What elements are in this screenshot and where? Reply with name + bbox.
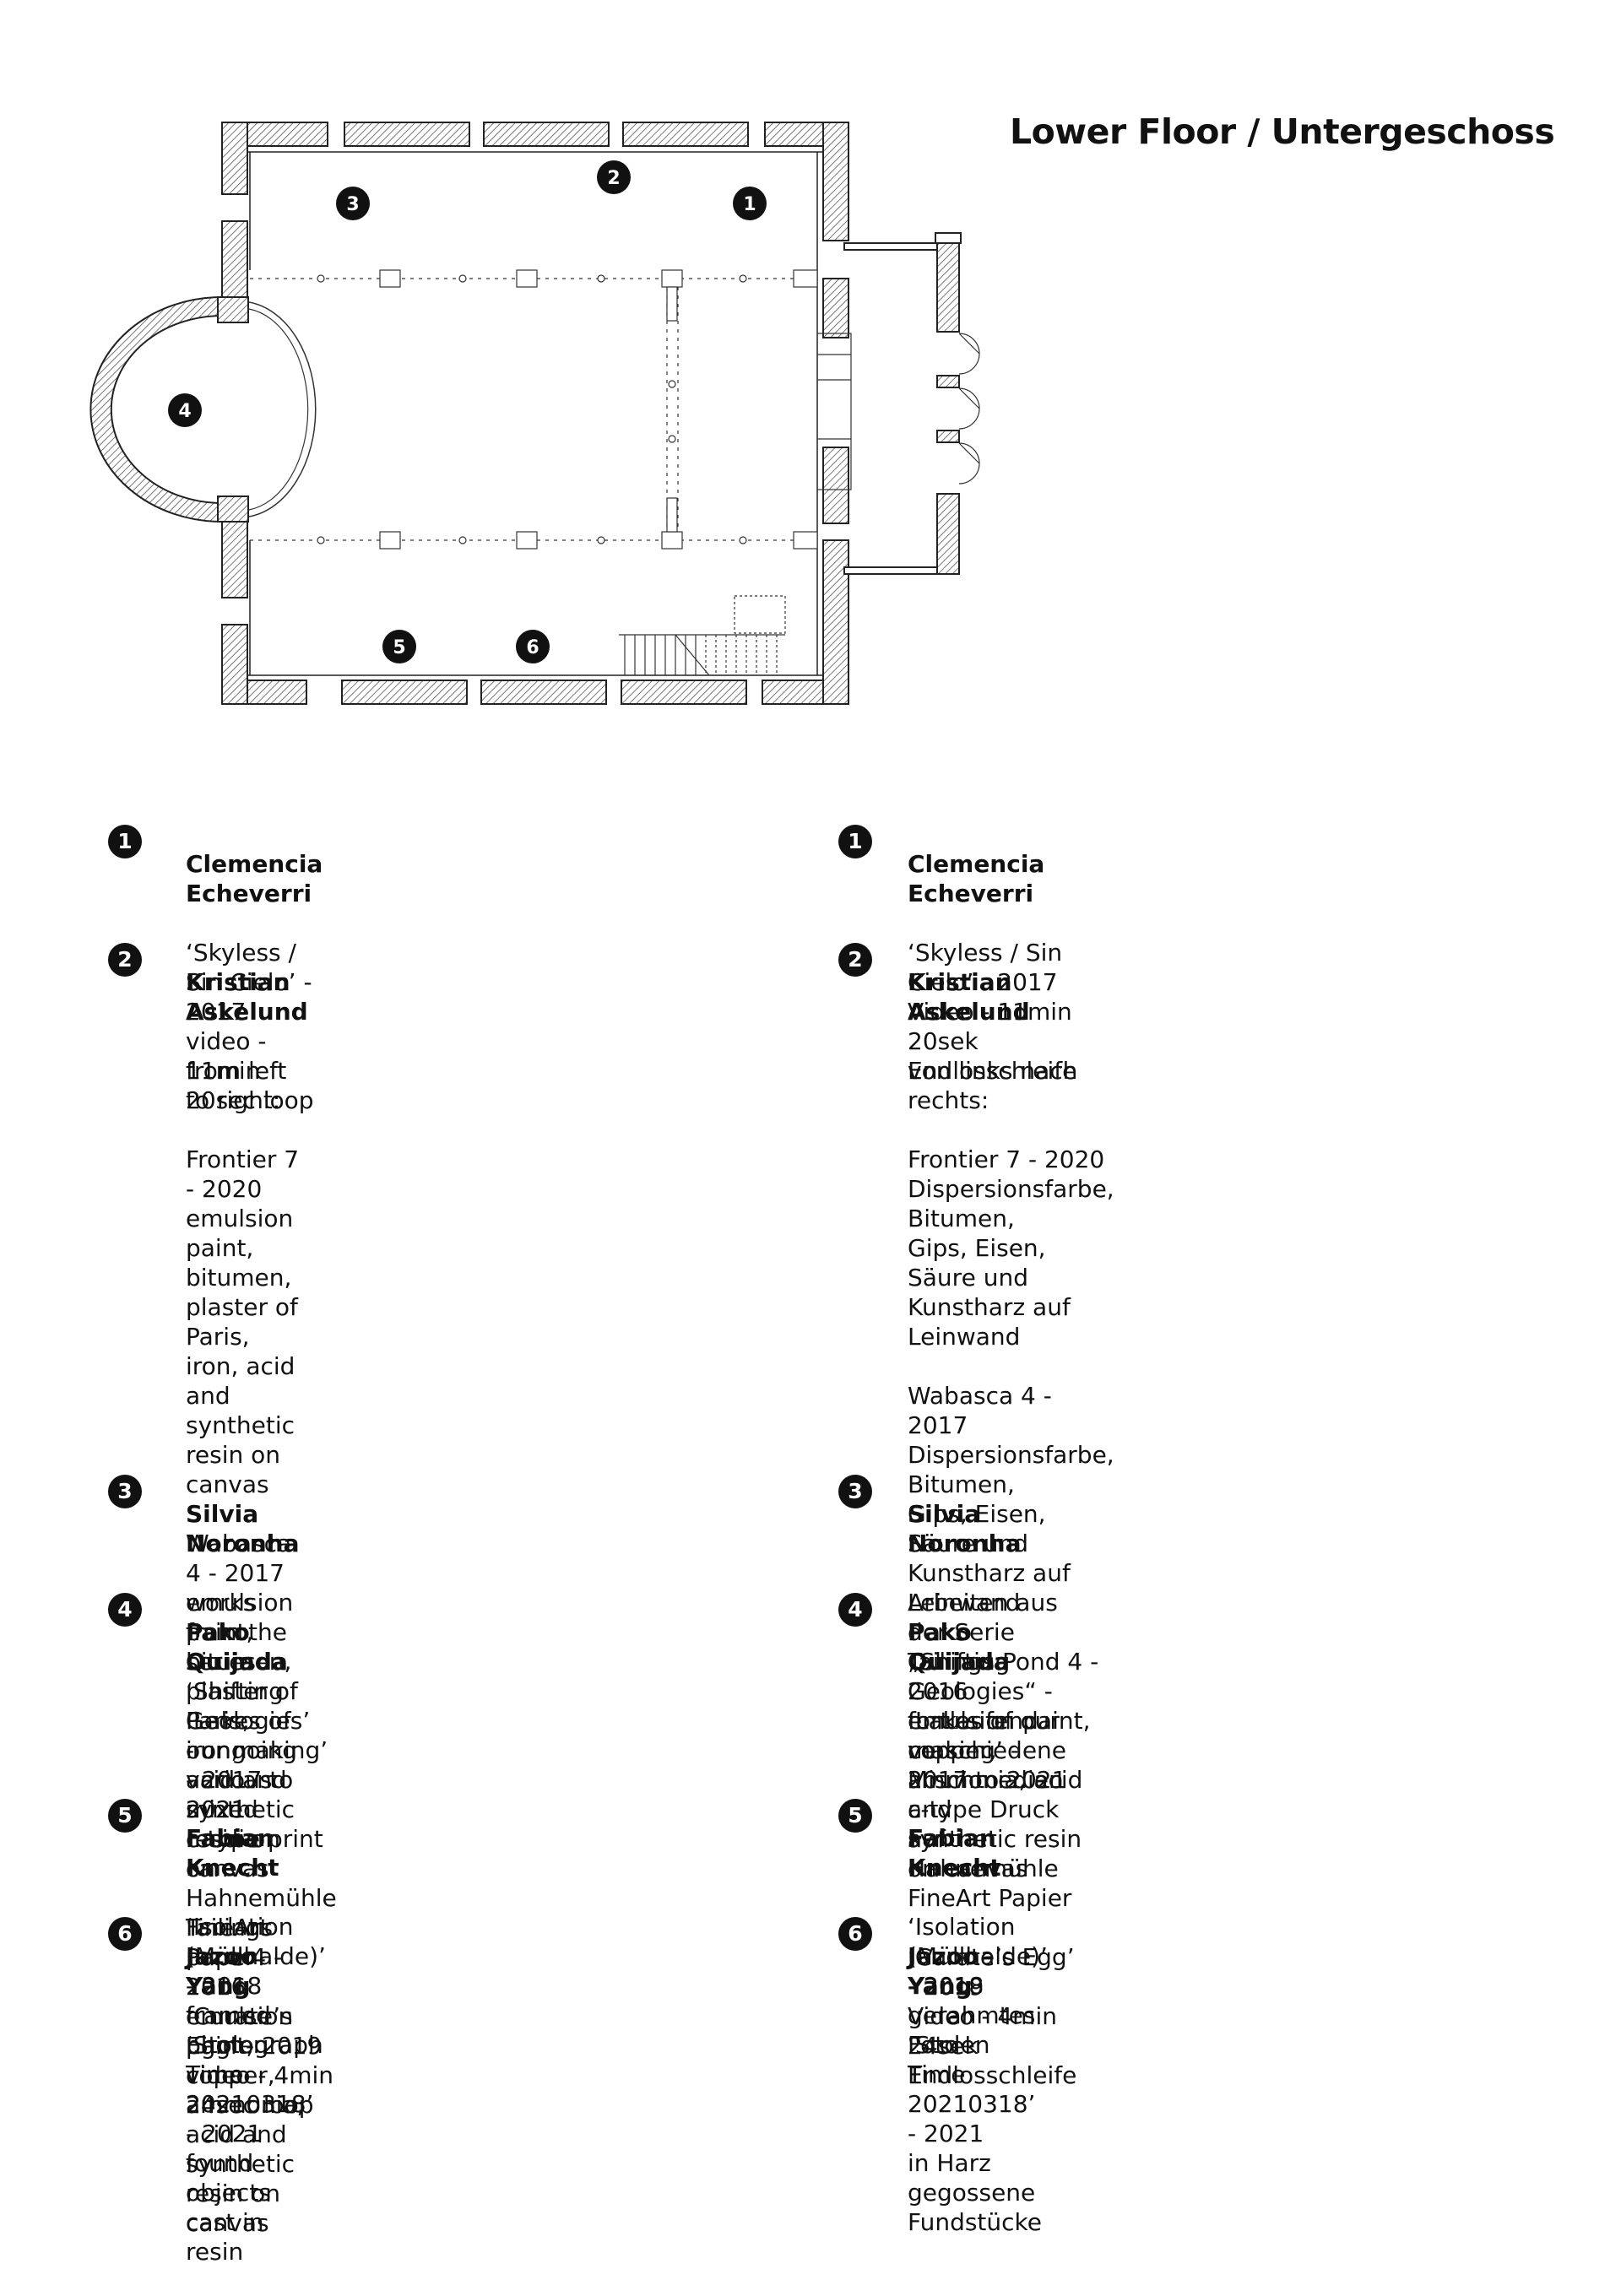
svg-text:4: 4 — [178, 401, 191, 422]
artist-name: Pako Quijada — [186, 1618, 288, 1676]
plan-marker-4: 4 — [168, 393, 202, 427]
artwork-details: ‘Lakes of our making’ - 2017 to 2021 c-t… — [186, 1707, 337, 2119]
artist-name: Silvia Noronha — [908, 1500, 1022, 1557]
apse — [89, 295, 317, 523]
number-marker: 5 — [108, 1799, 142, 1833]
artist-name: Clemencia Echeverri — [908, 850, 1045, 907]
artist-name: Kristian Askelund — [186, 968, 308, 1026]
number-marker: 5 — [838, 1799, 872, 1833]
plan-markers: 1 2 3 4 5 6 — [168, 160, 767, 663]
artwork-details: ‘Lakes of our making’ - 2017 to 2021 c-t… — [908, 1707, 1077, 2089]
artwork-details: ‘Stolen Time 20210318’ - 2021 in Harz ge… — [908, 2031, 1042, 2236]
artist-name: Fabian Knecht — [186, 1824, 279, 1882]
page-title: Lower Floor / Untergeschoss — [1010, 111, 1555, 152]
artist-name: Fabian Knecht — [908, 1824, 1001, 1882]
plan-marker-3: 3 — [336, 187, 370, 220]
svg-text:6: 6 — [526, 637, 539, 658]
number-marker: 1 — [838, 825, 872, 858]
number-marker: 2 — [838, 943, 872, 977]
number-marker: 1 — [108, 825, 142, 858]
artwork-details: works from the series ‘Shifting Geologie… — [186, 1589, 311, 1853]
artwork-details: Arbeiten aus der Serie „Shifting Geologi… — [908, 1589, 1067, 1794]
svg-text:1: 1 — [743, 194, 756, 215]
number-marker: 6 — [108, 1917, 142, 1951]
svg-text:2: 2 — [607, 168, 620, 189]
artwork-details: ‘Skyless / Sin Cielo’ - 2017 Video - 11m… — [908, 939, 1077, 1085]
artwork-details: ‘Isolation (Müllhalde)’ - 2018 framed ph… — [186, 1913, 326, 2059]
artwork-details: ‘Isolation (Müllhalde)’ - 2018 gerahmtes… — [908, 1913, 1048, 2059]
artist-name: Jazoo Yang — [186, 1942, 258, 2000]
artist-name: Pako Quijada — [908, 1618, 1010, 1676]
number-marker: 4 — [838, 1593, 872, 1627]
plan-marker-5: 5 — [382, 630, 416, 663]
artist-name: Clemencia Echeverri — [186, 850, 323, 907]
number-marker: 2 — [108, 943, 142, 977]
artist-name: Jazoo Yang — [908, 1942, 979, 2000]
plan-marker-1: 1 — [733, 187, 767, 220]
number-marker: 6 — [838, 1917, 872, 1951]
artist-name: Kristian Askelund — [908, 968, 1030, 1026]
number-marker: 3 — [838, 1475, 872, 1508]
annex — [843, 232, 962, 575]
plan-marker-6: 6 — [516, 630, 550, 663]
artwork-details: ‘Stolen Time 20210318’ - 2021 found obje… — [186, 2031, 314, 2266]
number-marker: 3 — [108, 1475, 142, 1508]
artwork-details: von links nach rechts: Frontier 7 - 2020… — [908, 1057, 1114, 1882]
column-rows — [250, 269, 818, 550]
floor-plan: 1 2 3 4 5 6 — [89, 122, 980, 705]
artist-name: Silvia Noronha — [186, 1500, 300, 1557]
artwork-details: ‘Skyless / Sin Cielo’ - 2017 video - 11m… — [186, 939, 314, 1114]
artwork-details: from left to right: Frontier 7 - 2020 em… — [186, 1057, 305, 2237]
svg-text:5: 5 — [393, 637, 405, 658]
plan-marker-2: 2 — [597, 160, 631, 194]
staircase — [619, 595, 786, 676]
number-marker: 4 — [108, 1593, 142, 1627]
svg-text:3: 3 — [346, 194, 359, 215]
